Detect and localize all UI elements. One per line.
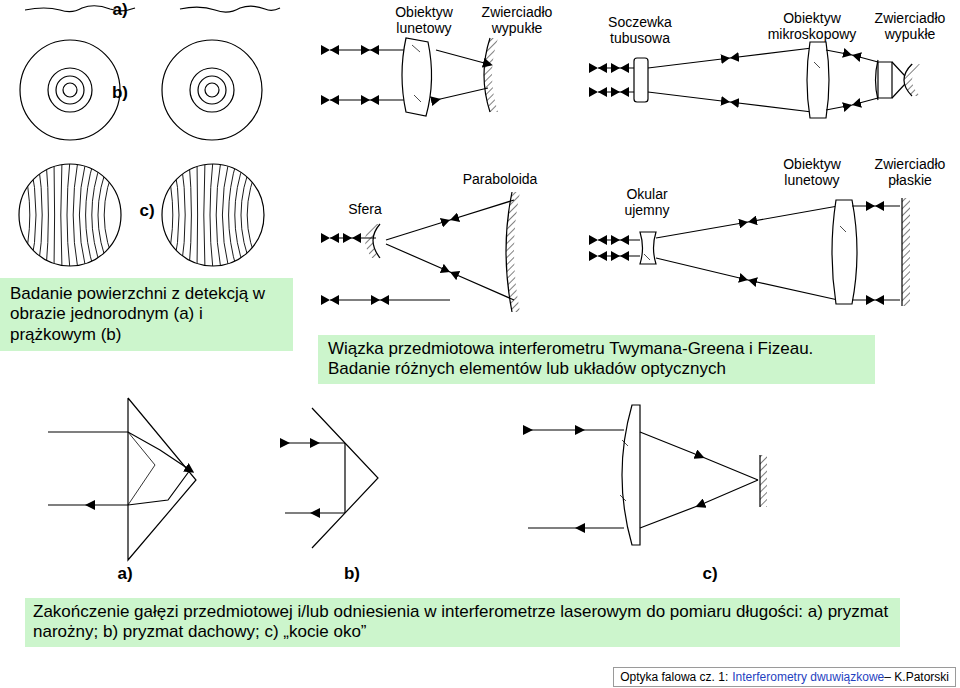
panel-letter: c): [127, 201, 167, 220]
fringe-line: [30, 160, 36, 270]
fringe-line: [247, 160, 261, 270]
part-name: Paraboloida: [450, 172, 550, 188]
fringe-line: [86, 160, 94, 270]
caption-band: Wiązka przedmiotowa interferometru Twyma…: [318, 335, 875, 384]
part-name: Zwierciadło płaskie: [860, 157, 960, 188]
fringe-line: [54, 160, 56, 270]
test-figures: [19, 6, 280, 270]
footer-box: Optyka falowa cz. 1: Interferometry dwuwi…: [613, 667, 956, 687]
fringe-line: [204, 160, 205, 270]
fringe-line: [38, 160, 42, 270]
fringe-line: [197, 160, 199, 270]
footer-text: Interferometry dwuwiązkowe: [732, 670, 884, 684]
fringe-line: [46, 160, 48, 270]
panel-letter: a): [105, 564, 145, 583]
part-name: Okular ujemny: [612, 187, 682, 218]
caption-band: Zakończenie gałęzi przedmiotowej i/lub o…: [25, 598, 900, 647]
fringe-line: [210, 160, 213, 270]
panel-letter: c): [690, 564, 730, 583]
panel-letter: b): [332, 564, 372, 583]
fringe-line: [229, 160, 237, 270]
fringe-line: [22, 160, 30, 270]
fringe-line: [79, 160, 86, 270]
beam-diagrams: [330, 38, 920, 312]
part-name: Zwierciadło wypukłe: [860, 11, 960, 42]
fringe-line: [73, 160, 78, 270]
footer-text: – K.Patorski: [884, 670, 949, 684]
fringe-line: [222, 160, 229, 270]
part-name: Obiektyw lunetowy: [379, 5, 469, 36]
panel-letter: a): [100, 0, 140, 19]
part-name: Sfera: [335, 202, 395, 218]
panel-letter: b): [100, 83, 140, 102]
fringe-line: [61, 160, 62, 270]
fringe-line: [92, 160, 102, 270]
caption-band: Badanie powierzchni z detekcją w obrazie…: [0, 278, 293, 351]
fringe-line: [67, 160, 70, 270]
fringe-line: [165, 160, 173, 270]
footer-text: Optyka falowa cz. 1:: [620, 670, 728, 684]
caption-text: Zakończenie gałęzi przedmiotowej i/lub o…: [33, 602, 892, 643]
reflector-figures: [48, 398, 767, 560]
fringe-line: [235, 160, 245, 270]
fringe-line: [173, 160, 179, 270]
part-name: Soczewka tubusowa: [595, 15, 685, 46]
part-name: Obiektyw lunetowy: [767, 157, 857, 188]
part-name: Obiektyw mikroskopowy: [757, 11, 867, 42]
fringe-line: [104, 160, 118, 270]
fringe-line: [216, 160, 221, 270]
fringe-line: [189, 160, 191, 270]
caption-text: Badanie powierzchni z detekcją w obrazie…: [10, 284, 283, 345]
part-name: Zwierciadło wypukłe: [467, 5, 567, 36]
caption-text: Wiązka przedmiotowa interferometru Twyma…: [328, 339, 865, 380]
fringe-line: [181, 160, 185, 270]
